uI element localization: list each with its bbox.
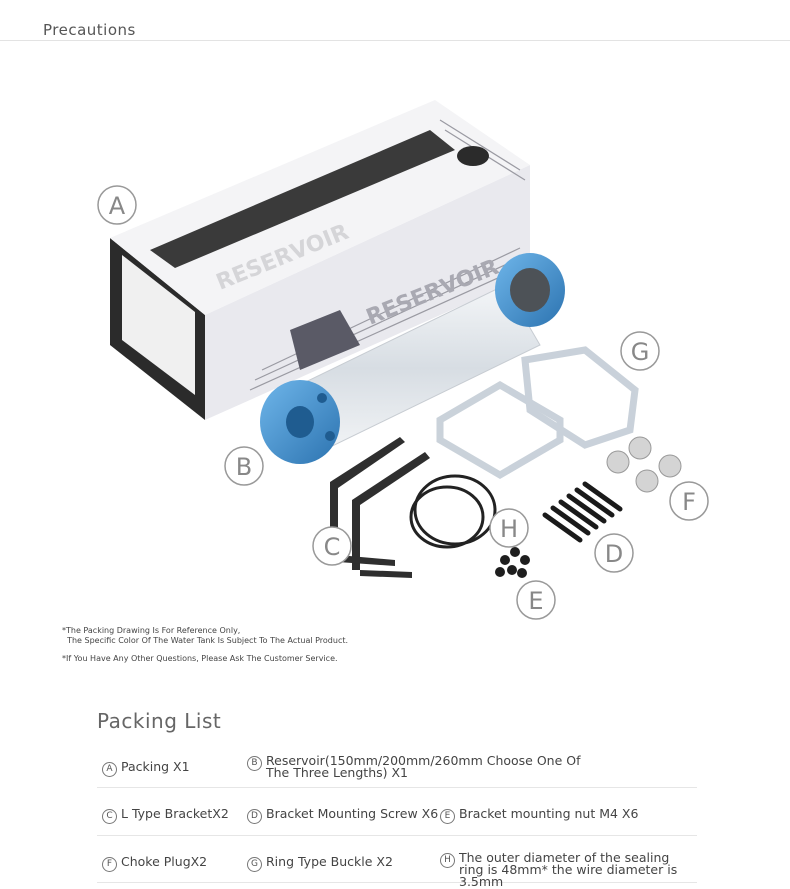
packing-box: RESERVOIR RESERVOIR <box>110 100 530 420</box>
callout-a: A <box>97 185 137 225</box>
callout-f: F <box>669 481 709 521</box>
ring-type-buckles <box>436 346 639 480</box>
svg-text:D: D <box>605 540 623 568</box>
packing-item-e: E Bracket mounting nut M4 X6 <box>440 806 639 824</box>
item-letter-badge: A <box>102 762 117 777</box>
note-line: The Specific Color Of The Water Tank Is … <box>62 636 349 645</box>
item-letter-badge: H <box>440 853 455 868</box>
reservoir-tube <box>260 253 565 464</box>
item-letter-badge: C <box>102 809 117 824</box>
item-text: Bracket Mounting Screw X6 <box>266 806 439 821</box>
svg-text:H: H <box>500 515 518 543</box>
item-text: The outer diameter of the sealing ring i… <box>459 850 678 889</box>
callout-e: E <box>516 580 556 620</box>
packing-row-3: F Choke PlugX2 G Ring Type Buckle X2 H T… <box>97 835 697 888</box>
callout-b: B <box>224 446 264 486</box>
svg-text:E: E <box>528 587 543 615</box>
svg-text:G: G <box>631 338 650 366</box>
svg-text:F: F <box>682 488 696 516</box>
callout-c: C <box>312 526 352 566</box>
packing-item-b: B Reservoir(150mm/200mm/260mm Choose One… <box>247 753 607 780</box>
section-title: Precautions <box>43 21 136 39</box>
callout-h: H <box>489 508 529 548</box>
reference-notes: *The Packing Drawing Is For Reference On… <box>62 626 348 664</box>
precautions-header: Precautions <box>0 0 790 41</box>
packing-item-f: F Choke PlugX2 <box>102 854 208 872</box>
packing-item-a: A Packing X1 <box>102 759 190 777</box>
sealing-rings <box>409 474 497 549</box>
callout-g: G <box>620 331 660 371</box>
packing-item-d: D Bracket Mounting Screw X6 <box>247 806 439 824</box>
callout-d: D <box>594 533 634 573</box>
note-line: *The Packing Drawing Is For Reference On… <box>62 626 241 635</box>
svg-text:B: B <box>236 453 252 481</box>
item-letter-badge: D <box>247 809 262 824</box>
item-letter-badge: E <box>440 809 455 824</box>
packing-list-title: Packing List <box>97 709 222 733</box>
note-line: *If You Have Any Other Questions, Please… <box>62 654 338 663</box>
product-illustration: RESERVOIR RESERVOIR <box>97 100 709 620</box>
item-text: L Type BracketX2 <box>121 806 229 821</box>
packing-row-1: A Packing X1 B Reservoir(150mm/200mm/260… <box>97 745 697 788</box>
mounting-nuts <box>495 547 530 578</box>
svg-text:A: A <box>109 192 126 220</box>
item-letter-badge: F <box>102 857 117 872</box>
mounting-screws <box>542 481 623 543</box>
packing-item-h: H The outer diameter of the sealing ring… <box>440 850 695 889</box>
item-text: Ring Type Buckle X2 <box>266 854 393 869</box>
choke-plugs <box>606 436 682 493</box>
packing-item-c: C L Type BracketX2 <box>102 806 229 824</box>
packing-item-g: G Ring Type Buckle X2 <box>247 854 393 872</box>
item-letter-badge: G <box>247 857 262 872</box>
item-text: Choke PlugX2 <box>121 854 208 869</box>
item-text: Reservoir(150mm/200mm/260mm Choose One O… <box>266 753 581 780</box>
svg-text:C: C <box>324 533 341 561</box>
item-letter-badge: B <box>247 756 262 771</box>
packing-row-2: C L Type BracketX2 D Bracket Mounting Sc… <box>97 787 697 836</box>
item-text: Packing X1 <box>121 759 190 774</box>
item-text: Bracket mounting nut M4 X6 <box>459 806 639 821</box>
